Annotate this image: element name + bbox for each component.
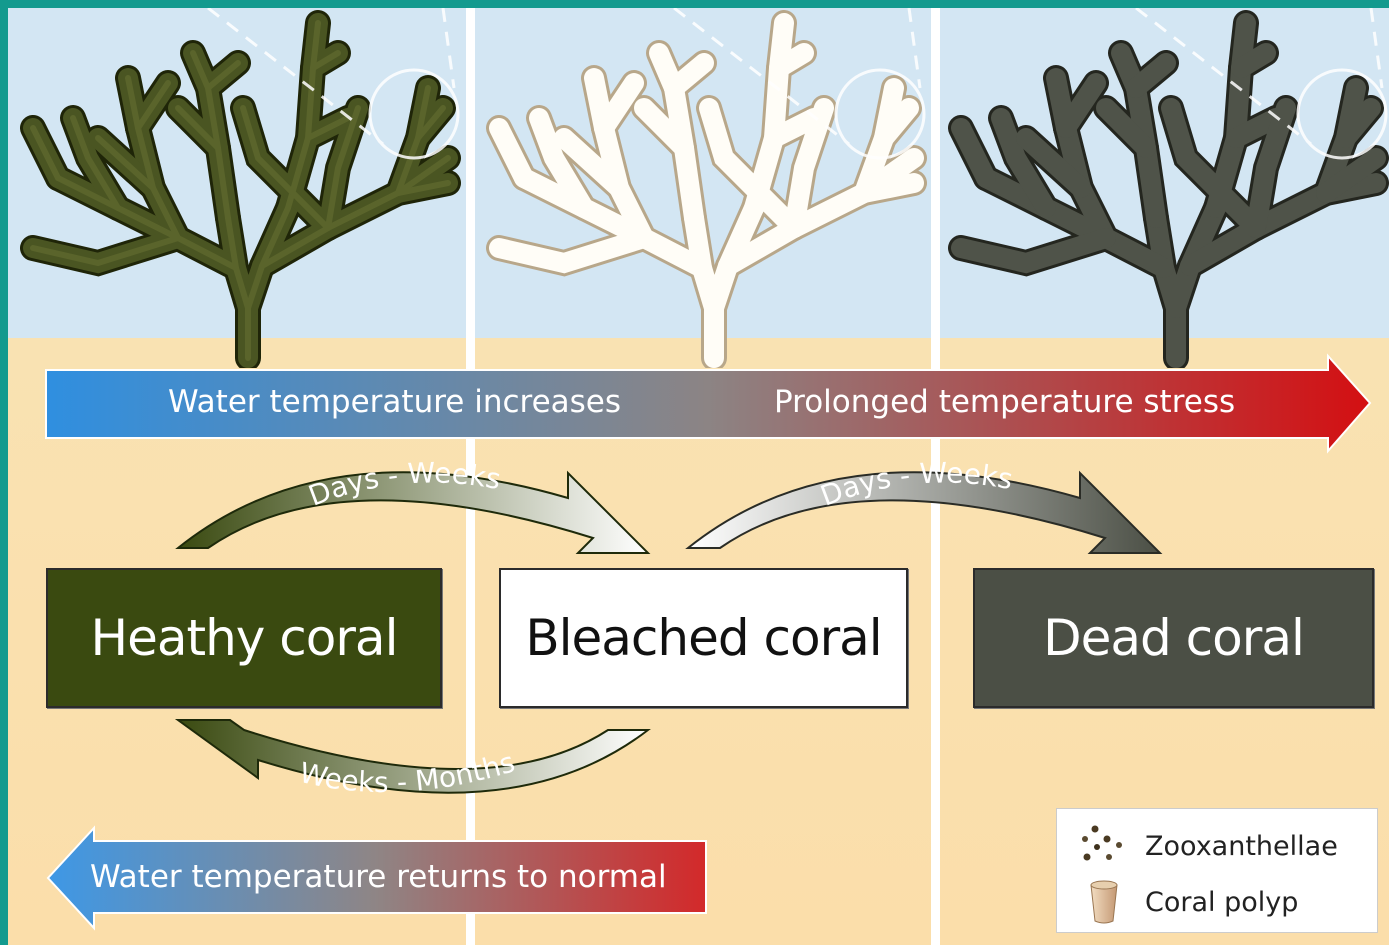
coral-polyp-icon (1087, 879, 1121, 925)
temperature-return-label: Water temperature returns to normal (90, 859, 667, 895)
coral-bleaching-diagram: Days - Weeks Days - Weeks Weeks - Months… (8, 8, 1389, 945)
healthy-coral-box: Heathy coral (46, 568, 442, 708)
zooxanthellae-dots-icon (1077, 823, 1127, 865)
legend-label-coral-polyp: Coral polyp (1145, 887, 1298, 918)
process-arrows: Days - Weeks Days - Weeks Weeks - Months (8, 8, 1389, 945)
bleached-coral-box: Bleached coral (499, 568, 908, 708)
dead-coral-box: Dead coral (973, 568, 1374, 708)
prolonged-stress-label: Prolonged temperature stress (774, 384, 1235, 420)
legend-label-zooxanthellae: Zooxanthellae (1145, 831, 1338, 862)
temperature-increase-label: Water temperature increases (168, 384, 621, 420)
legend: Zooxanthellae Coral polyp (1056, 808, 1378, 933)
